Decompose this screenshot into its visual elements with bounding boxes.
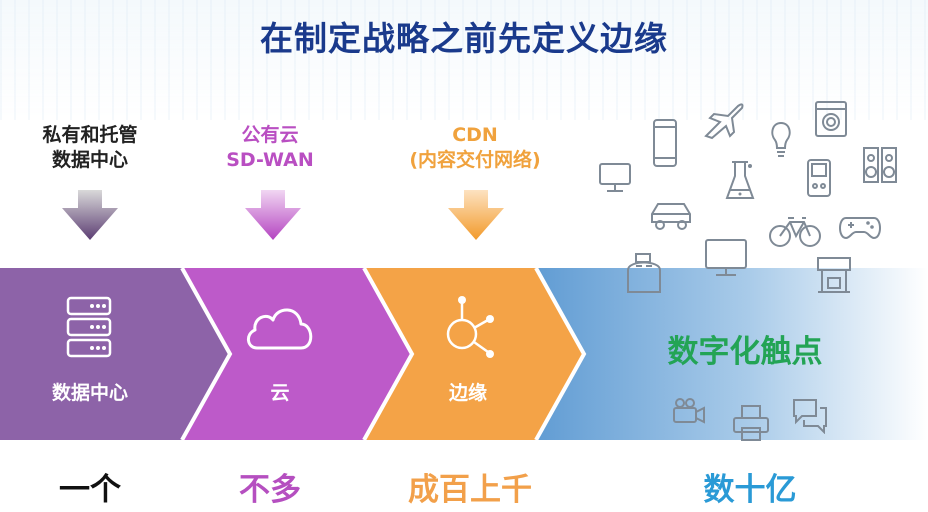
stage-segment-magenta — [176, 268, 412, 440]
airplane-icon — [702, 100, 748, 140]
down-arrow-icon — [448, 190, 504, 240]
bicycle-icon — [768, 212, 822, 248]
down-arrow-icon — [245, 190, 301, 240]
stage-segment-blue — [530, 268, 928, 440]
source-label-cloud: 公有云 SD-WAN — [200, 123, 340, 173]
video-camera-icon — [672, 396, 706, 426]
washing-machine-icon — [814, 100, 848, 138]
printer-icon — [732, 404, 770, 442]
edge-node-icon — [446, 296, 494, 358]
handheld-console-icon — [806, 158, 832, 198]
smartphone-icon — [652, 118, 678, 168]
speaker-icon — [862, 146, 898, 186]
stage-band — [0, 268, 928, 440]
count-label-one: 一个 — [59, 472, 121, 508]
stage-label-edge: 边缘 — [448, 382, 487, 404]
server-icon — [66, 296, 112, 358]
chat-bubbles-icon — [790, 396, 830, 434]
lightbulb-icon — [768, 120, 794, 160]
source-label-cloud-line2: SD-WAN — [226, 149, 314, 171]
count-label-few: 不多 — [239, 472, 301, 508]
count-label-billions: 数十亿 — [703, 472, 797, 508]
toaster-icon — [624, 252, 664, 294]
flask-icon — [724, 158, 756, 204]
stage-label-cloud: 云 — [270, 382, 290, 404]
source-label-datacenter: 私有和托管 数据中心 — [20, 123, 160, 173]
source-label-cloud-line1: 公有云 — [241, 124, 299, 146]
page-title: 在制定战略之前先定义边缘 — [260, 19, 668, 58]
cloud-icon — [247, 308, 313, 350]
source-label-cdn-line1: CDN — [452, 124, 498, 146]
display-icon — [704, 238, 748, 278]
count-label-hundreds: 成百上千 — [408, 472, 532, 508]
stage-label-datacenter: 数据中心 — [51, 382, 128, 404]
source-label-cdn-line2: (内容交付网络) — [409, 149, 541, 171]
monitor-icon — [598, 162, 632, 194]
stage-segment-orange — [358, 268, 584, 440]
gamepad-icon — [838, 210, 882, 240]
background-pattern — [0, 0, 928, 120]
stage-label-digital-touchpoints: 数字化触点 — [667, 334, 823, 370]
coffee-machine-icon — [814, 254, 854, 296]
stage-segment-purple — [0, 268, 230, 440]
source-label-cdn: CDN (内容交付网络) — [390, 123, 560, 173]
source-label-datacenter-line2: 数据中心 — [51, 149, 128, 171]
car-icon — [648, 198, 694, 234]
source-label-datacenter-line1: 私有和托管 — [42, 124, 138, 146]
down-arrow-icon — [62, 190, 118, 240]
